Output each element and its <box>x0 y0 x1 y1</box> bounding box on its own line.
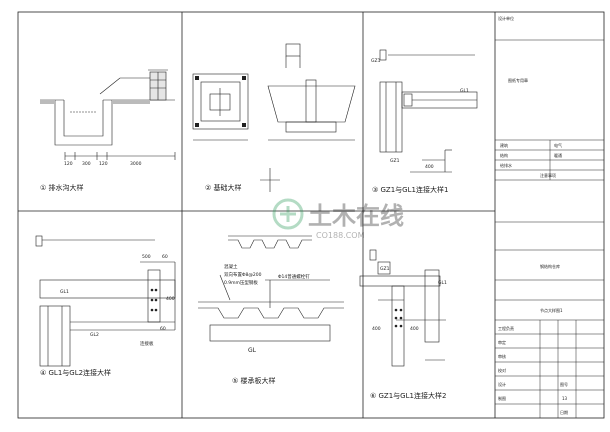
row-draft: 制图 <box>498 395 506 401</box>
dim-400: 400 <box>166 296 175 302</box>
project-name: 钢结构仓库 <box>540 263 560 269</box>
label-plate: 连接板 <box>140 340 154 347</box>
sheet-no-label: 图号 <box>560 381 568 387</box>
role-structure: 结构 <box>500 152 508 158</box>
panel-caption: ① 排水沟大样 <box>40 183 84 192</box>
dim-400a: 400 <box>372 326 381 332</box>
watermark: 土木在线 CO188.COM <box>272 198 404 240</box>
dim-400b: 400 <box>410 326 419 332</box>
role-plumbing: 给排水 <box>500 162 512 168</box>
dim-2: 300 <box>82 161 91 167</box>
label-gl1: GL1 <box>460 88 469 94</box>
panel-caption: ⑤ 楼承板大样 <box>232 376 276 385</box>
row-check: 校对 <box>498 367 506 373</box>
label-gl: GL <box>248 347 257 354</box>
panel-caption: ⑥ GZ1与GL1连接大样2 <box>370 391 446 400</box>
note-concrete: 混凝土 <box>224 263 238 270</box>
label-gz1: GZ1 <box>371 58 381 64</box>
dim-3: 120 <box>99 161 108 167</box>
notes-title: 注意事项 <box>540 172 556 178</box>
row-review: 审核 <box>498 353 506 359</box>
row-chief: 工程负责 <box>498 325 514 331</box>
dim-1: 120 <box>64 161 73 167</box>
panel-caption: ④ GL1与GL2连接大样 <box>40 368 111 377</box>
role-hvac: 暖通 <box>554 152 562 158</box>
dim-4: 3000 <box>130 161 142 167</box>
panel-gl1-gl2: GL1 GL2 连接板 500 60 400 60 ④ GL1与GL2连接大样 <box>35 235 176 377</box>
title-block: 设计单位 图纸专用章 建筑 结构 电气 给排水 暖通 注意事项 钢结构仓库 节点… <box>495 15 604 418</box>
drawing-name: 节点大样图1 <box>540 307 563 313</box>
panel-slab: 混凝土 双向布置Φ8@200 0.9mm压型钢板 Φ14普通螺栓钉 GL ⑤ 楼… <box>198 235 344 385</box>
design-unit: 设计单位 <box>498 15 514 21</box>
note-deck: 0.9mm压型钢板 <box>224 279 258 286</box>
watermark-sub: CO188.COM <box>316 231 365 240</box>
label-gz1: GZ1 <box>380 266 390 272</box>
panel-gz1-gl1: GZ1 GL1 GZ1 400 ③ GZ1与GL1连接大样1 <box>371 49 478 194</box>
sheet-header: 图纸专用章 <box>508 77 528 83</box>
panel-caption: ② 基础大样 <box>205 183 242 192</box>
row-approve: 审定 <box>498 339 506 345</box>
label-gl2: GL2 <box>90 332 99 338</box>
row-design: 设计 <box>498 381 506 387</box>
dim-400: 400 <box>425 164 434 170</box>
date-label: 日期 <box>560 409 568 415</box>
label-gl1: GL1 <box>438 280 447 286</box>
panel-caption: ③ GZ1与GL1连接大样1 <box>372 185 448 194</box>
note-stud: Φ14普通螺栓钉 <box>278 273 310 280</box>
role-electrical: 电气 <box>554 142 562 148</box>
panel-gz1-gl1-2: GZ1 GL1 400 400 ⑥ GZ1与GL1连接大样2 <box>359 249 447 400</box>
sheet-no: 13 <box>562 396 568 401</box>
panel-foundation: ② 基础大样 <box>192 43 356 192</box>
dim-60b: 60 <box>160 326 166 332</box>
dim-500: 500 <box>142 254 151 260</box>
dim-60a: 60 <box>162 254 168 260</box>
note-rebar: 双向布置Φ8@200 <box>224 271 262 278</box>
role-architecture: 建筑 <box>500 142 508 148</box>
label-gl1: GL1 <box>60 289 69 295</box>
panel-drainage: 120 300 120 3000 ① 排水沟大样 <box>40 69 176 192</box>
watermark-main: 土木在线 <box>308 202 404 230</box>
label-gz1b: GZ1 <box>390 158 400 164</box>
